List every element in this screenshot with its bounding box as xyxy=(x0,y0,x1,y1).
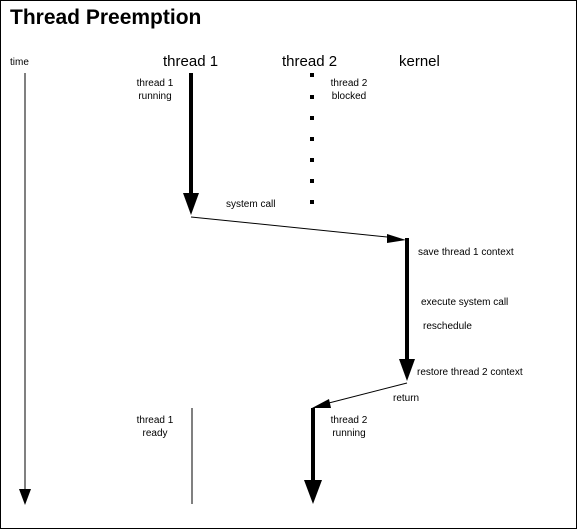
diagram-title: Thread Preemption xyxy=(10,6,202,29)
kernel-execution-arrowhead xyxy=(399,359,415,381)
thread2-blocked-label-line1: thread 2 xyxy=(330,78,368,89)
thread2-blocked-label: thread 2 blocked xyxy=(323,77,375,103)
thread2-blocked-dots xyxy=(310,73,314,204)
thread2-running-arrowhead xyxy=(304,480,322,504)
thread1-ready-label-line2: ready xyxy=(142,428,168,439)
system-call-arrow-line xyxy=(190,216,398,239)
time-axis-label: time xyxy=(10,57,29,68)
execute-syscall-label: execute system call xyxy=(421,297,509,308)
column-header-thread1: thread 1 xyxy=(163,53,219,70)
thread2-running-label: thread 2 running xyxy=(321,414,377,440)
save-context-label: save thread 1 context xyxy=(418,247,514,258)
return-arrow-line xyxy=(320,382,408,406)
thread2-blocked-label-line2: blocked xyxy=(331,91,367,102)
return-label: return xyxy=(393,393,420,404)
thread1-running-label-line1: thread 1 xyxy=(136,78,174,89)
thread1-running-arrowhead xyxy=(183,193,199,215)
thread2-running-label-line1: thread 2 xyxy=(330,415,368,426)
system-call-label: system call xyxy=(226,199,276,210)
thread1-ready-label-line1: thread 1 xyxy=(136,415,174,426)
reschedule-label: reschedule xyxy=(423,321,472,332)
restore-context-label: restore thread 2 context xyxy=(417,367,523,378)
thread1-ready-label: thread 1 ready xyxy=(125,414,185,440)
column-header-thread2: thread 2 xyxy=(282,53,338,70)
system-call-arrowhead xyxy=(387,234,406,243)
thread1-running-label-line2: running xyxy=(138,91,172,102)
time-axis-arrowhead xyxy=(19,489,31,505)
return-arrowhead xyxy=(312,399,331,408)
thread1-running-label: thread 1 running xyxy=(125,77,185,103)
column-header-kernel: kernel xyxy=(399,53,440,70)
thread2-running-label-line2: running xyxy=(332,428,366,439)
